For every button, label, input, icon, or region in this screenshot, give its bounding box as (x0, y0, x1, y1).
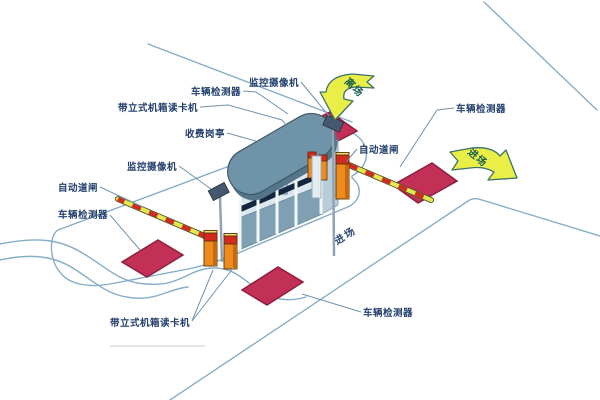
enter-arrow: 进场 (449, 145, 518, 181)
road-curve-b (0, 255, 189, 299)
callout-toll-booth: 收费岗亭 (185, 128, 225, 140)
camera-left (207, 181, 230, 263)
road-edge-main-left (169, 198, 600, 400)
booth-window-band (241, 172, 320, 212)
vehicle-detector-pad-bottom (240, 266, 305, 306)
leader-barrier-right (346, 148, 358, 162)
left-barrier-arm (115, 196, 210, 240)
callout-labels: 车辆检测器 监控摄像机 带立式机箱读卡机 收费岗亭 监控摄像机 自动道闸 车辆检… (58, 77, 506, 329)
right-lane-white-post (311, 155, 322, 199)
left-barrier-post (203, 230, 218, 267)
right-barrier (335, 152, 434, 203)
leader-camera-top (300, 81, 330, 117)
leader-toll-booth (226, 132, 257, 142)
road-edge-top-left (147, 43, 353, 123)
leader-lines (99, 81, 455, 322)
callout-vehicle-detector-left: 车辆检测器 (58, 209, 108, 221)
exit-arrow-shape (319, 73, 375, 121)
callout-card-reader-top: 带立式机箱读卡机 (118, 102, 198, 114)
callout-barrier-right: 自动道闸 (359, 144, 399, 156)
right-barrier-post (335, 152, 350, 200)
leader-camera-left (178, 165, 212, 190)
leader-barrier-left (99, 186, 144, 208)
callout-card-reader-bottom: 带立式机箱读卡机 (110, 317, 190, 329)
callout-barrier-left: 自动道闸 (58, 182, 98, 194)
island-outline (50, 128, 368, 287)
callout-camera-left: 监控摄像机 (127, 161, 177, 173)
exit-arrow: 离场 (319, 73, 375, 121)
leader-card-reader-top (199, 104, 307, 150)
vehicle-detector-pad-left (120, 239, 185, 278)
left-card-reader-post (223, 233, 238, 270)
callout-camera-top: 监控摄像机 (249, 77, 299, 89)
camera-right-pole (331, 129, 336, 257)
left-barrier (115, 196, 238, 270)
callout-vehicle-detector-bottom: 车辆检测器 (363, 307, 413, 319)
road-edge-top-right (483, 1, 598, 111)
leader-vehicle-detector-bottom (301, 293, 362, 313)
leader-vehicle-detector-right (399, 107, 455, 168)
camera-left-pole (218, 195, 224, 263)
leader-card-reader-bottom-2 (191, 266, 235, 322)
right-barrier-arm (346, 162, 434, 203)
leader-card-reader-bottom-1 (191, 269, 214, 322)
leader-vehicle-detector-top (242, 90, 289, 115)
leader-vehicle-detector-left (109, 214, 141, 251)
callout-vehicle-detector-top: 车辆检测器 (191, 86, 241, 98)
callout-vehicle-detector-right: 车辆检测器 (456, 103, 506, 115)
road-label-enter: 进场 (332, 224, 359, 248)
enter-arrow-shape (449, 147, 518, 181)
camera-left-head (207, 181, 230, 202)
